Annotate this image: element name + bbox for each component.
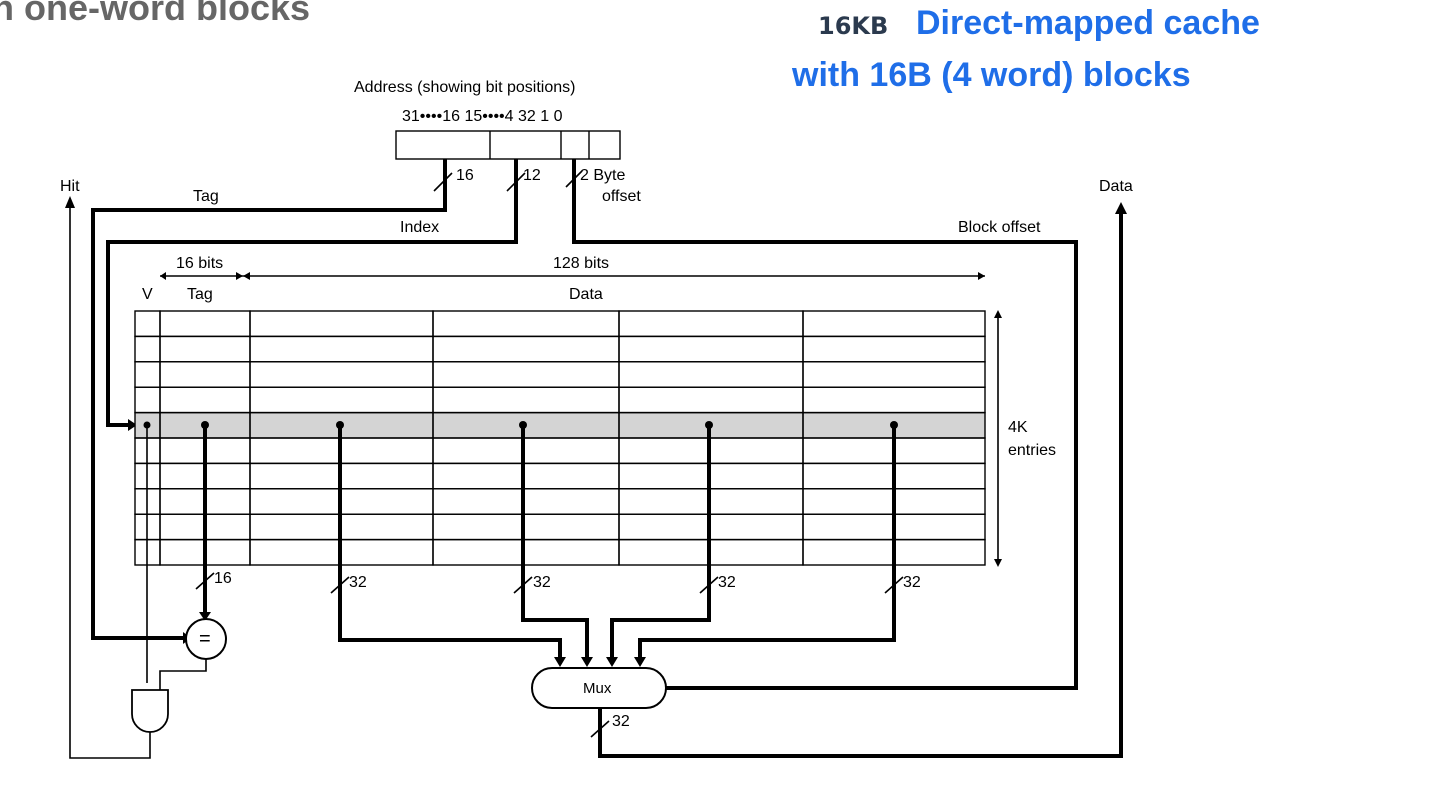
byte-offset-label: 2 Byte (580, 167, 625, 184)
cache-row (134, 538, 986, 566)
data-word-cell (432, 437, 620, 465)
index-wire (106, 159, 518, 427)
valid-cell (134, 386, 161, 414)
and-gate (131, 689, 169, 733)
data-word-cell (802, 386, 986, 414)
col-header-v: V (142, 286, 153, 303)
data-word-cell (802, 361, 986, 388)
data-word-cell (249, 335, 434, 363)
data-word-cell (432, 538, 620, 566)
tag-bits-label: 16 bits (176, 255, 223, 272)
data-word-cell (802, 310, 986, 338)
tag-line-label: Tag (193, 188, 219, 205)
entries-count-label: 4K (1008, 419, 1028, 436)
tag-cell (159, 361, 251, 388)
cache-row (134, 513, 986, 541)
byte-offset-label-2: offset (602, 188, 641, 205)
data-word-cell (249, 310, 434, 338)
cache-row (134, 386, 986, 414)
faded-heading: ith one-word blocks (0, 0, 310, 28)
title-line-1: Direct-mapped cache (916, 4, 1260, 42)
address-bit-positions: 31••••16 15••••4 32 1 0 (402, 108, 563, 125)
word0-width: 32 (349, 574, 367, 591)
block-offset-wire (572, 159, 1078, 690)
cache-table (134, 310, 986, 566)
cache-row (134, 462, 986, 490)
cache-row (134, 488, 986, 515)
tag-out-width: 16 (214, 570, 232, 587)
data-word-cell (249, 386, 434, 414)
col-header-data: Data (569, 286, 603, 303)
tag-cell (159, 335, 251, 363)
cache-row (134, 335, 986, 363)
data-word-cell (249, 361, 434, 388)
data-word-cell (618, 361, 804, 388)
valid-cell (134, 310, 161, 338)
word3-width: 32 (903, 574, 921, 591)
data-word-cell (802, 335, 986, 363)
data-bits-label: 128 bits (553, 255, 609, 272)
cache-size-label: 16KB (818, 12, 888, 40)
cache-row (134, 361, 986, 388)
hit-label: Hit (60, 178, 80, 195)
word1-wire (521, 425, 589, 660)
cache-row (134, 437, 986, 465)
tag-field-width: 16 (456, 167, 474, 184)
index-field-width: 12 (523, 167, 541, 184)
entries-label: entries (1008, 442, 1056, 459)
data-word-cell (432, 386, 620, 414)
word3-wire (638, 425, 896, 660)
data-word-cell (432, 462, 620, 490)
data-word-cell (432, 488, 620, 515)
address-caption: Address (showing bit positions) (354, 79, 575, 96)
data-word-cell (618, 310, 804, 338)
data-out-wire (598, 212, 1123, 758)
address-register (395, 130, 621, 160)
word2-wire (610, 425, 711, 660)
col-header-tag: Tag (187, 286, 213, 303)
mux-label: Mux (583, 680, 612, 697)
data-word-cell (432, 335, 620, 363)
word1-width: 32 (533, 574, 551, 591)
data-word-cell (432, 361, 620, 388)
data-output-label: Data (1099, 178, 1133, 195)
data-word-cell (432, 310, 620, 338)
data-word-cell (432, 513, 620, 541)
cache-row (134, 310, 986, 338)
block-offset-label: Block offset (958, 219, 1041, 236)
comparator-symbol: = (199, 628, 211, 650)
data-word-cell (618, 386, 804, 414)
tag-cell (159, 310, 251, 338)
word2-width: 32 (718, 574, 736, 591)
valid-cell (134, 335, 161, 363)
hit-wire (69, 205, 151, 759)
title-line-2: with 16B (4 word) blocks (791, 56, 1191, 94)
index-line-label: Index (400, 219, 439, 236)
selected-cache-row (135, 412, 985, 438)
valid-cell (134, 361, 161, 388)
mux-out-width: 32 (612, 713, 630, 730)
tag-wire (91, 159, 447, 640)
tag-cell (159, 386, 251, 414)
word0-wire (338, 425, 562, 660)
data-word-cell (618, 335, 804, 363)
